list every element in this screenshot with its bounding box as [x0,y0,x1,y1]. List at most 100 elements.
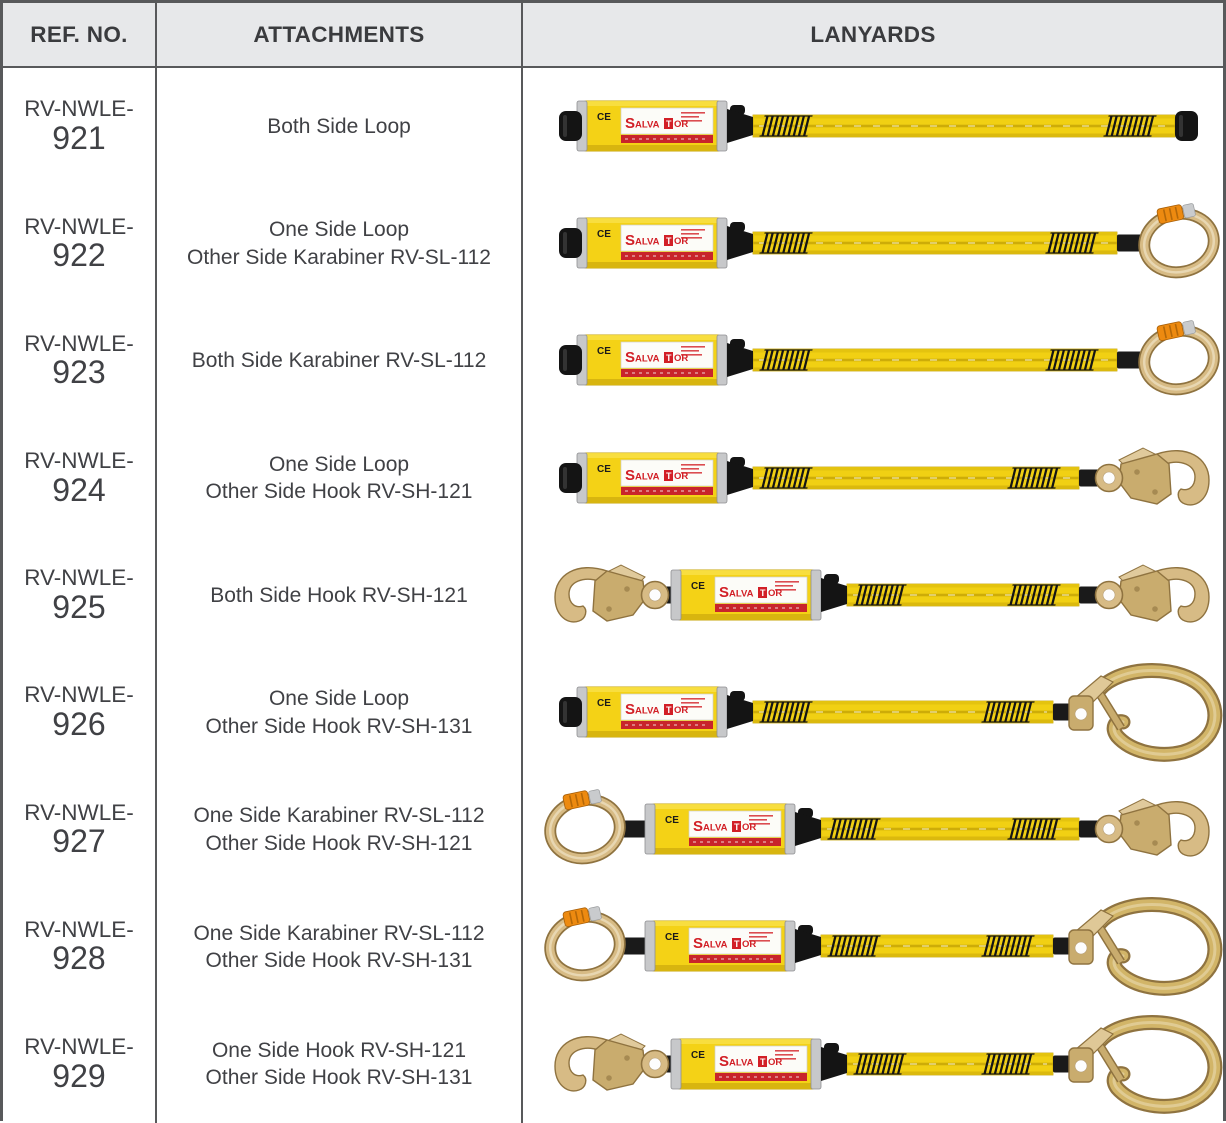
shock-absorber: CE SALVA T OR [670,569,822,621]
ref-number: 927 [52,823,106,860]
ref-prefix: RV-NWLE- [24,565,134,591]
svg-text:OR: OR [742,939,756,950]
lanyard-product-svg: CE SALVA T OR [544,789,1210,865]
webbing-wrap [821,1042,847,1081]
screw-lock-sleeve [1156,320,1196,342]
svg-text:T: T [760,588,766,598]
webbing-wrap [727,456,753,495]
stitching [1007,818,1061,840]
stitching [981,935,1035,958]
stitching [827,935,881,958]
attachment-line: Both Side Hook RV-SH-121 [210,583,468,607]
attachment-line: One Side Karabiner RV-SL-112 [193,804,485,828]
ref-number-cell: RV-NWLE- 921 [3,68,157,186]
loop-end-icon [559,697,582,728]
stitching [853,584,907,606]
shock-absorber: CE SALVA T OR [576,452,728,504]
lanyard-image-cell: CE SALVA T OR [523,653,1223,772]
ref-prefix: RV-NWLE- [24,448,134,474]
ref-number: 923 [52,354,106,391]
ref-number: 922 [52,237,106,274]
stitching [759,115,813,137]
webbing-strap [752,349,1118,372]
attachment-description-cell: Both Side Karabiner RV-SL-112 [157,302,523,420]
loop-end-icon [559,345,582,376]
lanyard-product-svg: CE SALVA T OR [554,564,1210,623]
lanyard-image-cell: CE SALVA T OR [523,536,1223,654]
attachment-line: Other Side Hook RV-SH-131 [205,714,473,738]
attachment-line: One Side Loop [268,452,410,476]
lanyard-product-svg: CE SALVA T OR [554,1014,1223,1114]
brand-label: SALVA [719,584,754,601]
attachment-description-cell: Both Side Loop [157,68,523,186]
svg-text:OR: OR [768,588,782,599]
karabiner-icon [544,789,626,865]
svg-text:T: T [666,471,672,481]
table-header-row: REF. NO. ATTACHMENTS LANYARDS [3,3,1223,68]
lanyard-image-cell: CE SALVA T OR [523,68,1223,186]
snap-hook-icon [1094,798,1210,857]
ref-number: 929 [52,1057,106,1094]
attachment-description-cell: Both Side Hook RV-SH-121 [157,536,523,654]
svg-text:T: T [666,353,672,363]
scaffold-hook-icon [1068,663,1223,762]
svg-text:OR: OR [674,236,688,247]
ce-mark: CE [665,932,679,943]
ref-number: 928 [52,940,106,977]
webbing-strap [752,231,1118,255]
ref-prefix: RV-NWLE- [24,1033,134,1059]
webbing-wrap [727,339,753,378]
ref-prefix: RV-NWLE- [24,682,134,708]
attachment-line: Other Side Hook RV-SH-131 [205,1066,473,1090]
ce-mark: CE [597,112,611,123]
brand-label: SALVA [719,1053,754,1070]
ref-prefix: RV-NWLE- [24,96,134,122]
karabiner-icon [544,906,626,982]
lanyard-product-svg: CE SALVA T OR [559,320,1220,396]
ce-mark: CE [597,229,611,240]
lanyard-image-cell: CE SALVA T OR [523,302,1223,420]
scaffold-hook-icon [1068,1014,1223,1114]
stitching [853,1052,907,1075]
ref-number: 924 [52,471,106,508]
scaffold-hook-icon [1068,897,1223,997]
ref-prefix: RV-NWLE- [24,213,134,239]
stitching [759,701,813,723]
svg-text:T: T [734,822,740,832]
header-attachments: ATTACHMENTS [157,3,523,68]
ref-number-cell: RV-NWLE- 929 [3,1005,157,1123]
loop-end-icon [559,462,582,493]
webbing-wrap [821,573,847,612]
lanyard-image-cell: CE SALVA T OR [523,888,1223,1006]
screw-lock-sleeve [562,906,602,928]
loop-end-icon [1175,111,1198,142]
webbing-wrap [795,925,821,964]
attachment-line: Other Side Hook RV-SH-131 [205,948,473,972]
ref-number-cell: RV-NWLE- 928 [3,888,157,1006]
svg-text:OR: OR [674,353,688,364]
ce-mark: CE [597,464,611,475]
stitching [1045,232,1099,254]
shock-absorber: CE SALVA T OR [576,686,728,738]
svg-text:T: T [666,705,672,715]
brand-label: SALVA [693,935,728,952]
loop-end-icon [559,111,582,142]
ref-number-cell: RV-NWLE- 925 [3,536,157,654]
ref-number-cell: RV-NWLE- 923 [3,302,157,420]
lanyard-image-cell: CE SALVA T OR [523,185,1223,303]
lanyard-image-cell: CE SALVA T OR [523,771,1223,889]
header-lanyards: LANYARDS [523,3,1223,68]
lanyard-product-svg: CE SALVA T OR [559,100,1198,152]
stitching [827,818,881,840]
shock-absorber: CE SALVA T OR [576,334,728,386]
ref-number-cell: RV-NWLE- 922 [3,185,157,303]
lanyard-product-svg: CE SALVA T OR [559,663,1223,762]
lanyard-product-svg: CE SALVA T OR [559,203,1220,279]
ref-prefix: RV-NWLE- [24,330,134,356]
stitching [759,467,813,489]
